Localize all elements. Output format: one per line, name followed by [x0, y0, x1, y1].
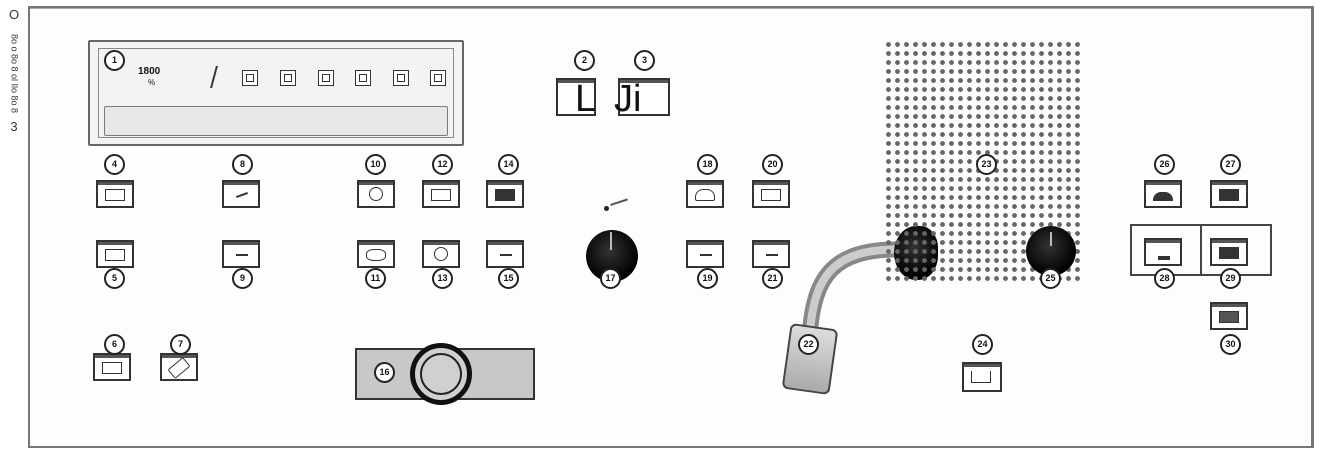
trackball-icon — [369, 187, 383, 201]
callout-15: 15 — [498, 268, 519, 289]
callout-13: 13 — [432, 268, 453, 289]
callout-12: 12 — [432, 154, 453, 175]
gain-knob-indicator — [610, 232, 612, 250]
blank-key-icon — [766, 254, 778, 256]
key-28[interactable] — [1210, 238, 1248, 266]
key-18[interactable] — [686, 180, 724, 208]
mode-icon — [1153, 192, 1173, 201]
function-icon — [105, 189, 125, 201]
zoom-icon — [434, 247, 448, 261]
callout-5: 5 — [104, 268, 125, 289]
store-icon — [761, 189, 781, 201]
trackball[interactable] — [410, 343, 472, 405]
keyboard-icon — [1158, 256, 1170, 260]
key-8[interactable] — [222, 180, 260, 208]
image-icon — [1219, 189, 1239, 201]
callout-19: 19 — [697, 268, 718, 289]
sensor-icon — [366, 249, 386, 261]
callout-29: 29 — [1220, 268, 1241, 289]
callout-11: 11 — [365, 268, 386, 289]
key-15[interactable] — [486, 240, 524, 268]
key-6[interactable] — [93, 353, 131, 381]
side-letter: O — [8, 7, 20, 22]
key-10[interactable] — [357, 180, 395, 208]
callout-21: 21 — [762, 268, 783, 289]
pencil-icon — [236, 192, 248, 198]
display-screen — [88, 40, 464, 146]
callout-7: 7 — [170, 334, 191, 355]
callout-20: 20 — [762, 154, 783, 175]
key-11[interactable] — [357, 240, 395, 268]
callout-1: 1 — [104, 50, 125, 71]
key-24[interactable] — [962, 362, 1002, 392]
key-4[interactable] — [96, 180, 134, 208]
key-20[interactable] — [752, 180, 790, 208]
display-bezel — [98, 48, 454, 138]
key-3-letters: Ji — [614, 78, 642, 120]
gain-indicator-mark — [604, 206, 609, 211]
side-number: 3 — [10, 119, 18, 134]
key-7[interactable] — [160, 353, 198, 381]
side-code-strip: 8o o 8o 8 ol Ilo 8o 8 — [9, 34, 20, 114]
patient-icon — [102, 362, 122, 374]
display-mode-icon — [393, 70, 409, 86]
key-9[interactable] — [222, 240, 260, 268]
key-21[interactable] — [752, 240, 790, 268]
key-25[interactable] — [1144, 180, 1182, 208]
callout-10: 10 — [365, 154, 386, 175]
key-12[interactable] — [422, 180, 460, 208]
key-2[interactable] — [556, 78, 596, 116]
key-27[interactable] — [1144, 238, 1182, 266]
blank-key-icon — [236, 254, 248, 256]
key-5[interactable] — [96, 240, 134, 268]
callout-26: 26 — [1154, 154, 1175, 175]
callout-23: 23 — [976, 154, 997, 175]
display-mode-icon — [318, 70, 334, 86]
key-14[interactable] — [486, 180, 524, 208]
display-unit: % — [148, 78, 156, 87]
print-icon — [495, 189, 515, 201]
callout-3: 3 — [634, 50, 655, 71]
key-19[interactable] — [686, 240, 724, 268]
monitor-icon — [431, 189, 451, 201]
callout-24: 24 — [972, 334, 993, 355]
measure-icon — [971, 371, 991, 383]
display-mode-icon — [280, 70, 296, 86]
key-26[interactable] — [1210, 180, 1248, 208]
key-3[interactable] — [618, 78, 670, 116]
callout-27: 27 — [1220, 154, 1241, 175]
callout-2: 2 — [574, 50, 595, 71]
blank-key-icon — [700, 254, 712, 256]
callout-28: 28 — [1154, 268, 1175, 289]
callout-22: 22 — [798, 334, 819, 355]
display-mode-icon — [355, 70, 371, 86]
callout-6: 6 — [104, 334, 125, 355]
callout-4: 4 — [104, 154, 125, 175]
display-mode-icon — [430, 70, 446, 86]
image-icon — [1219, 247, 1239, 259]
side-margin-codes: O 8o o 8o 8 ol Ilo 8o 8 3 — [4, 8, 24, 134]
display-mode-icon — [242, 70, 258, 86]
pen-icon — [167, 356, 191, 380]
probe-icon — [105, 249, 125, 261]
callout-25: 25 — [1040, 268, 1061, 289]
key-29[interactable] — [1210, 302, 1248, 330]
callout-18: 18 — [697, 154, 718, 175]
key-13[interactable] — [422, 240, 460, 268]
display-icon — [1219, 311, 1239, 323]
display-text-field — [104, 106, 448, 136]
callout-16: 16 — [374, 362, 395, 383]
display-value: 1800 — [138, 66, 161, 77]
key-2-letter: L — [575, 78, 597, 120]
volume-knob-indicator — [1050, 232, 1052, 246]
callout-30: 30 — [1220, 334, 1241, 355]
callout-17: 17 — [600, 268, 621, 289]
callout-14: 14 — [498, 154, 519, 175]
callout-8: 8 — [232, 154, 253, 175]
waveform-icon — [500, 254, 512, 261]
freeze-icon — [695, 189, 715, 201]
callout-9: 9 — [232, 268, 253, 289]
